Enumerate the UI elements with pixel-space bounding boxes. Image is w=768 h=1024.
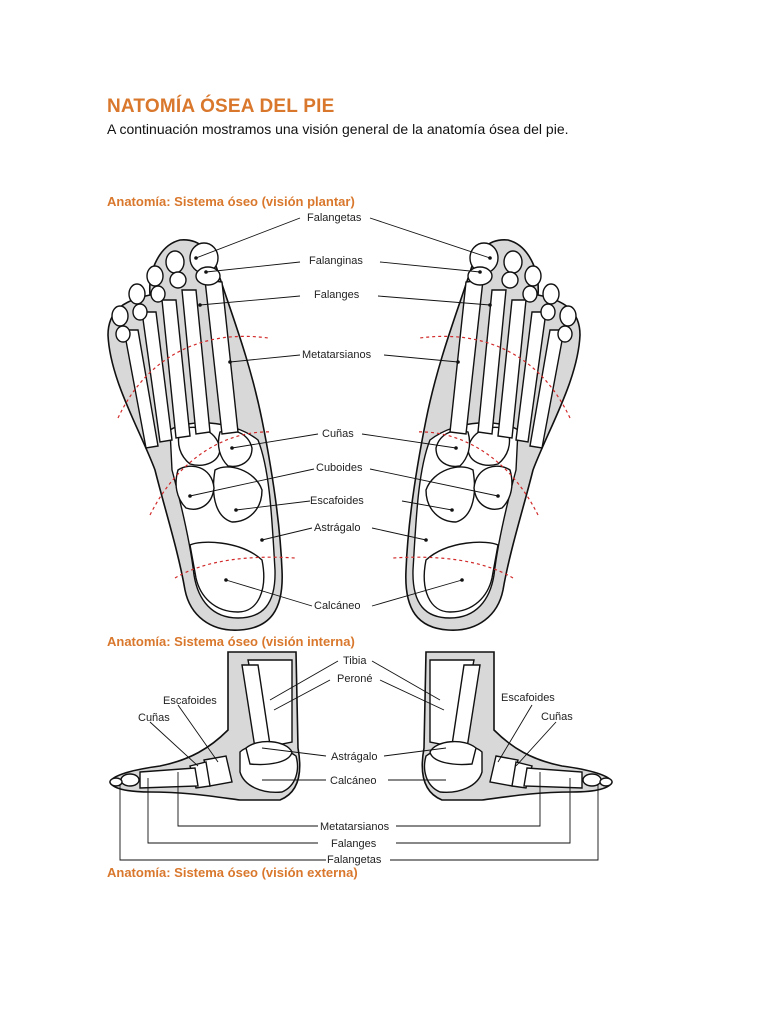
guide-arcs xyxy=(117,335,571,579)
page-title: NATOMÍA ÓSEA DEL PIE xyxy=(107,96,335,117)
label-calcaneo: Calcáneo xyxy=(314,600,360,612)
right-foot-plantar xyxy=(405,239,581,631)
section-heading-plantar: Anatomía: Sistema óseo (visión plantar) xyxy=(107,194,355,209)
section-heading-interna: Anatomía: Sistema óseo (visión interna) xyxy=(107,634,355,649)
left-metatarsals xyxy=(123,279,239,449)
label-falanginas: Falanginas xyxy=(309,255,363,267)
left-phalanges xyxy=(111,242,221,343)
label-falanges: Falanges xyxy=(314,289,360,301)
label-perone: Peroné xyxy=(337,673,372,685)
label-escafoides-right: Escafoides xyxy=(501,692,555,704)
label-falanges-side: Falanges xyxy=(331,838,377,850)
label-cunas-right: Cuñas xyxy=(541,711,573,723)
label-cunas: Cuñas xyxy=(322,428,354,440)
label-astragalo: Astrágalo xyxy=(314,522,360,534)
left-foot-plantar xyxy=(107,239,283,631)
side-view-diagram: Tibia Peroné Escafoides Cuñas Escafoides… xyxy=(109,651,613,866)
label-metatarsianos: Metatarsianos xyxy=(302,349,372,361)
label-falangetas-side: Falangetas xyxy=(327,854,382,866)
label-cuboides: Cuboides xyxy=(316,462,363,474)
plantar-view-diagram: Falangetas Falanginas Falanges Metatarsi… xyxy=(107,212,581,631)
plantar-leader-lines xyxy=(189,217,499,607)
right-foot-side xyxy=(421,651,613,801)
label-calcaneo-side: Calcáneo xyxy=(330,775,376,787)
section-heading-externa: Anatomía: Sistema óseo (visión externa) xyxy=(107,865,358,880)
label-escafoides-left: Escafoides xyxy=(163,695,217,707)
label-falangetas: Falangetas xyxy=(307,212,362,224)
label-metatarsianos-side: Metatarsianos xyxy=(320,821,390,833)
label-cunas-left: Cuñas xyxy=(138,712,170,724)
left-foot-side xyxy=(109,651,301,801)
side-leader-lines xyxy=(119,660,599,861)
intro-text: A continuación mostramos una visión gene… xyxy=(107,121,569,137)
label-astragalo-side: Astrágalo xyxy=(331,751,377,763)
label-tibia: Tibia xyxy=(343,655,367,667)
label-escafoides: Escafoides xyxy=(310,495,364,507)
plantar-leader-dots xyxy=(188,256,500,582)
